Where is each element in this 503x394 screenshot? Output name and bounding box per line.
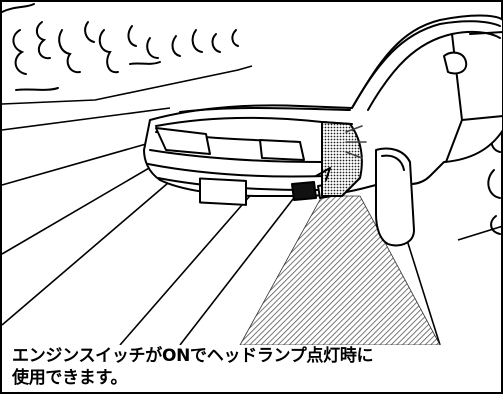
car bbox=[143, 14, 503, 247]
figure-caption: エンジンスイッチがONでヘッドランプ点灯時に 使用できます。 bbox=[12, 345, 482, 389]
caption-line-1: エンジンスイッチがONでヘッドランプ点灯時に bbox=[12, 346, 374, 366]
hedge-bushes bbox=[1, 3, 239, 91]
lamp-glow-marks bbox=[345, 125, 367, 159]
caption-line-2: 使用できます。 bbox=[12, 368, 128, 388]
